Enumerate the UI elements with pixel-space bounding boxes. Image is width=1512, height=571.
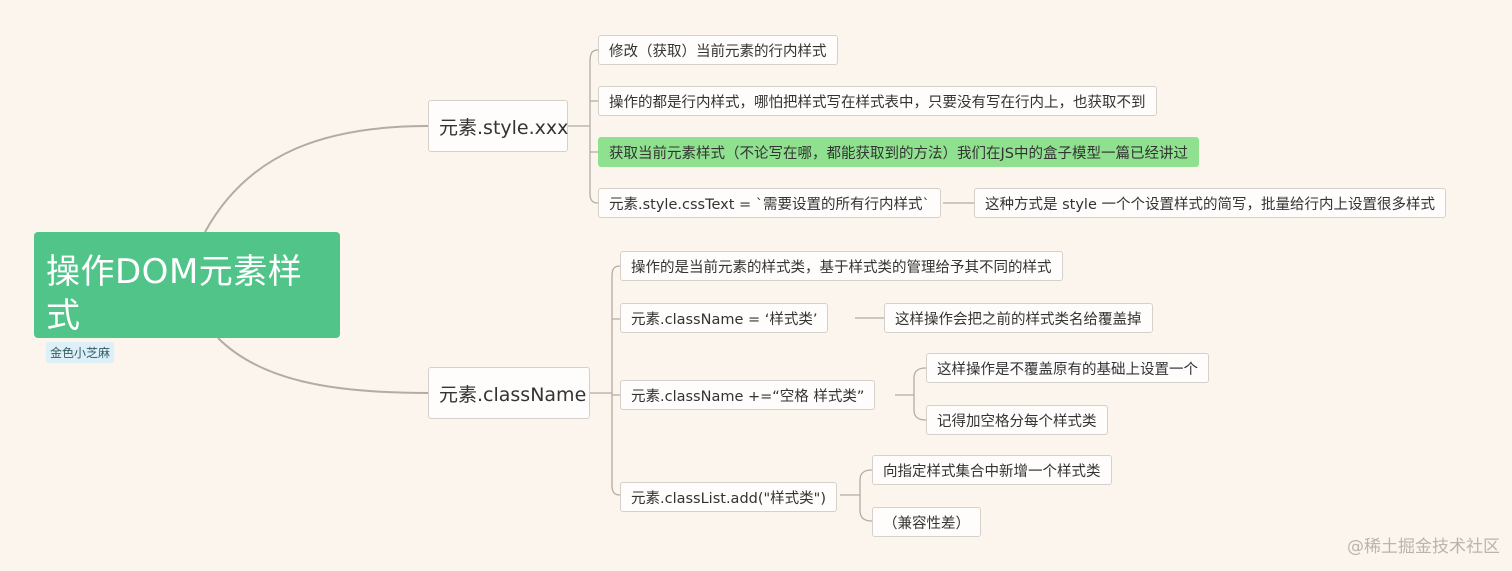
root-title: 操作DOM元素样式 — [46, 252, 303, 336]
author-tag: 金色小芝麻 — [46, 342, 115, 363]
style-child-get-computed[interactable]: 获取当前元素样式（不论写在哪，都能获取到的方法）我们在JS中的盒子模型一篇已经讲… — [598, 137, 1199, 167]
classlist-note-2[interactable]: （兼容性差） — [872, 507, 981, 537]
append-note-1[interactable]: 这样操作是不覆盖原有的基础上设置一个 — [926, 353, 1209, 383]
classlist-note-1[interactable]: 向指定样式集合中新增一个样式类 — [872, 455, 1112, 485]
style-child-only-inline[interactable]: 操作的都是行内样式，哪怕把样式写在样式表中，只要没有写在行内上，也获取不到 — [598, 86, 1157, 116]
csstext-note[interactable]: 这种方式是 style 一个个设置样式的简写，批量给行内上设置很多样式 — [974, 188, 1446, 218]
append-note-2[interactable]: 记得加空格分每个样式类 — [926, 405, 1108, 435]
classname-child-classlist[interactable]: 元素.classList.add("样式类") — [620, 482, 838, 512]
topic-style[interactable]: 元素.style.xxx — [428, 100, 568, 152]
topic-classname[interactable]: 元素.className — [428, 367, 590, 419]
classname-child-desc[interactable]: 操作的是当前元素的样式类，基于样式类的管理给予其不同的样式 — [620, 251, 1063, 281]
root-topic[interactable]: 操作DOM元素样式 金色小芝麻 — [34, 232, 340, 363]
style-child-csstext[interactable]: 元素.style.cssText = `需要设置的所有行内样式` — [598, 188, 941, 218]
classname-child-assign[interactable]: 元素.className = ‘样式类’ — [620, 303, 829, 333]
assign-note[interactable]: 这样操作会把之前的样式类名给覆盖掉 — [884, 303, 1153, 333]
style-child-inline[interactable]: 修改（获取）当前元素的行内样式 — [598, 35, 838, 65]
classname-child-append[interactable]: 元素.className +=“空格 样式类” — [620, 380, 876, 410]
watermark: @稀土掘金技术社区 — [1347, 537, 1500, 557]
